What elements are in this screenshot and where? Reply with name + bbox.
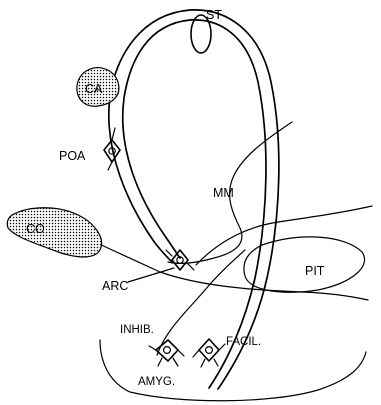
label-mm: MM [213,186,234,200]
label-poa: POA [59,149,86,163]
cortex-region [7,208,101,257]
arc-neuron [128,250,194,282]
label-inhib: INHIB. [120,324,154,336]
label-amyg: AMYG. [138,376,175,388]
brain-outline [60,122,372,401]
label-facil: FACIL. [226,336,261,348]
label-arc: ARC [102,279,128,293]
inhib-neuron [149,340,184,366]
label-ca: CA [85,82,103,96]
label-co: CO [26,222,45,236]
label-pit: PIT [305,264,325,278]
facil-neuron [193,339,225,367]
label-st: ST [206,8,222,22]
